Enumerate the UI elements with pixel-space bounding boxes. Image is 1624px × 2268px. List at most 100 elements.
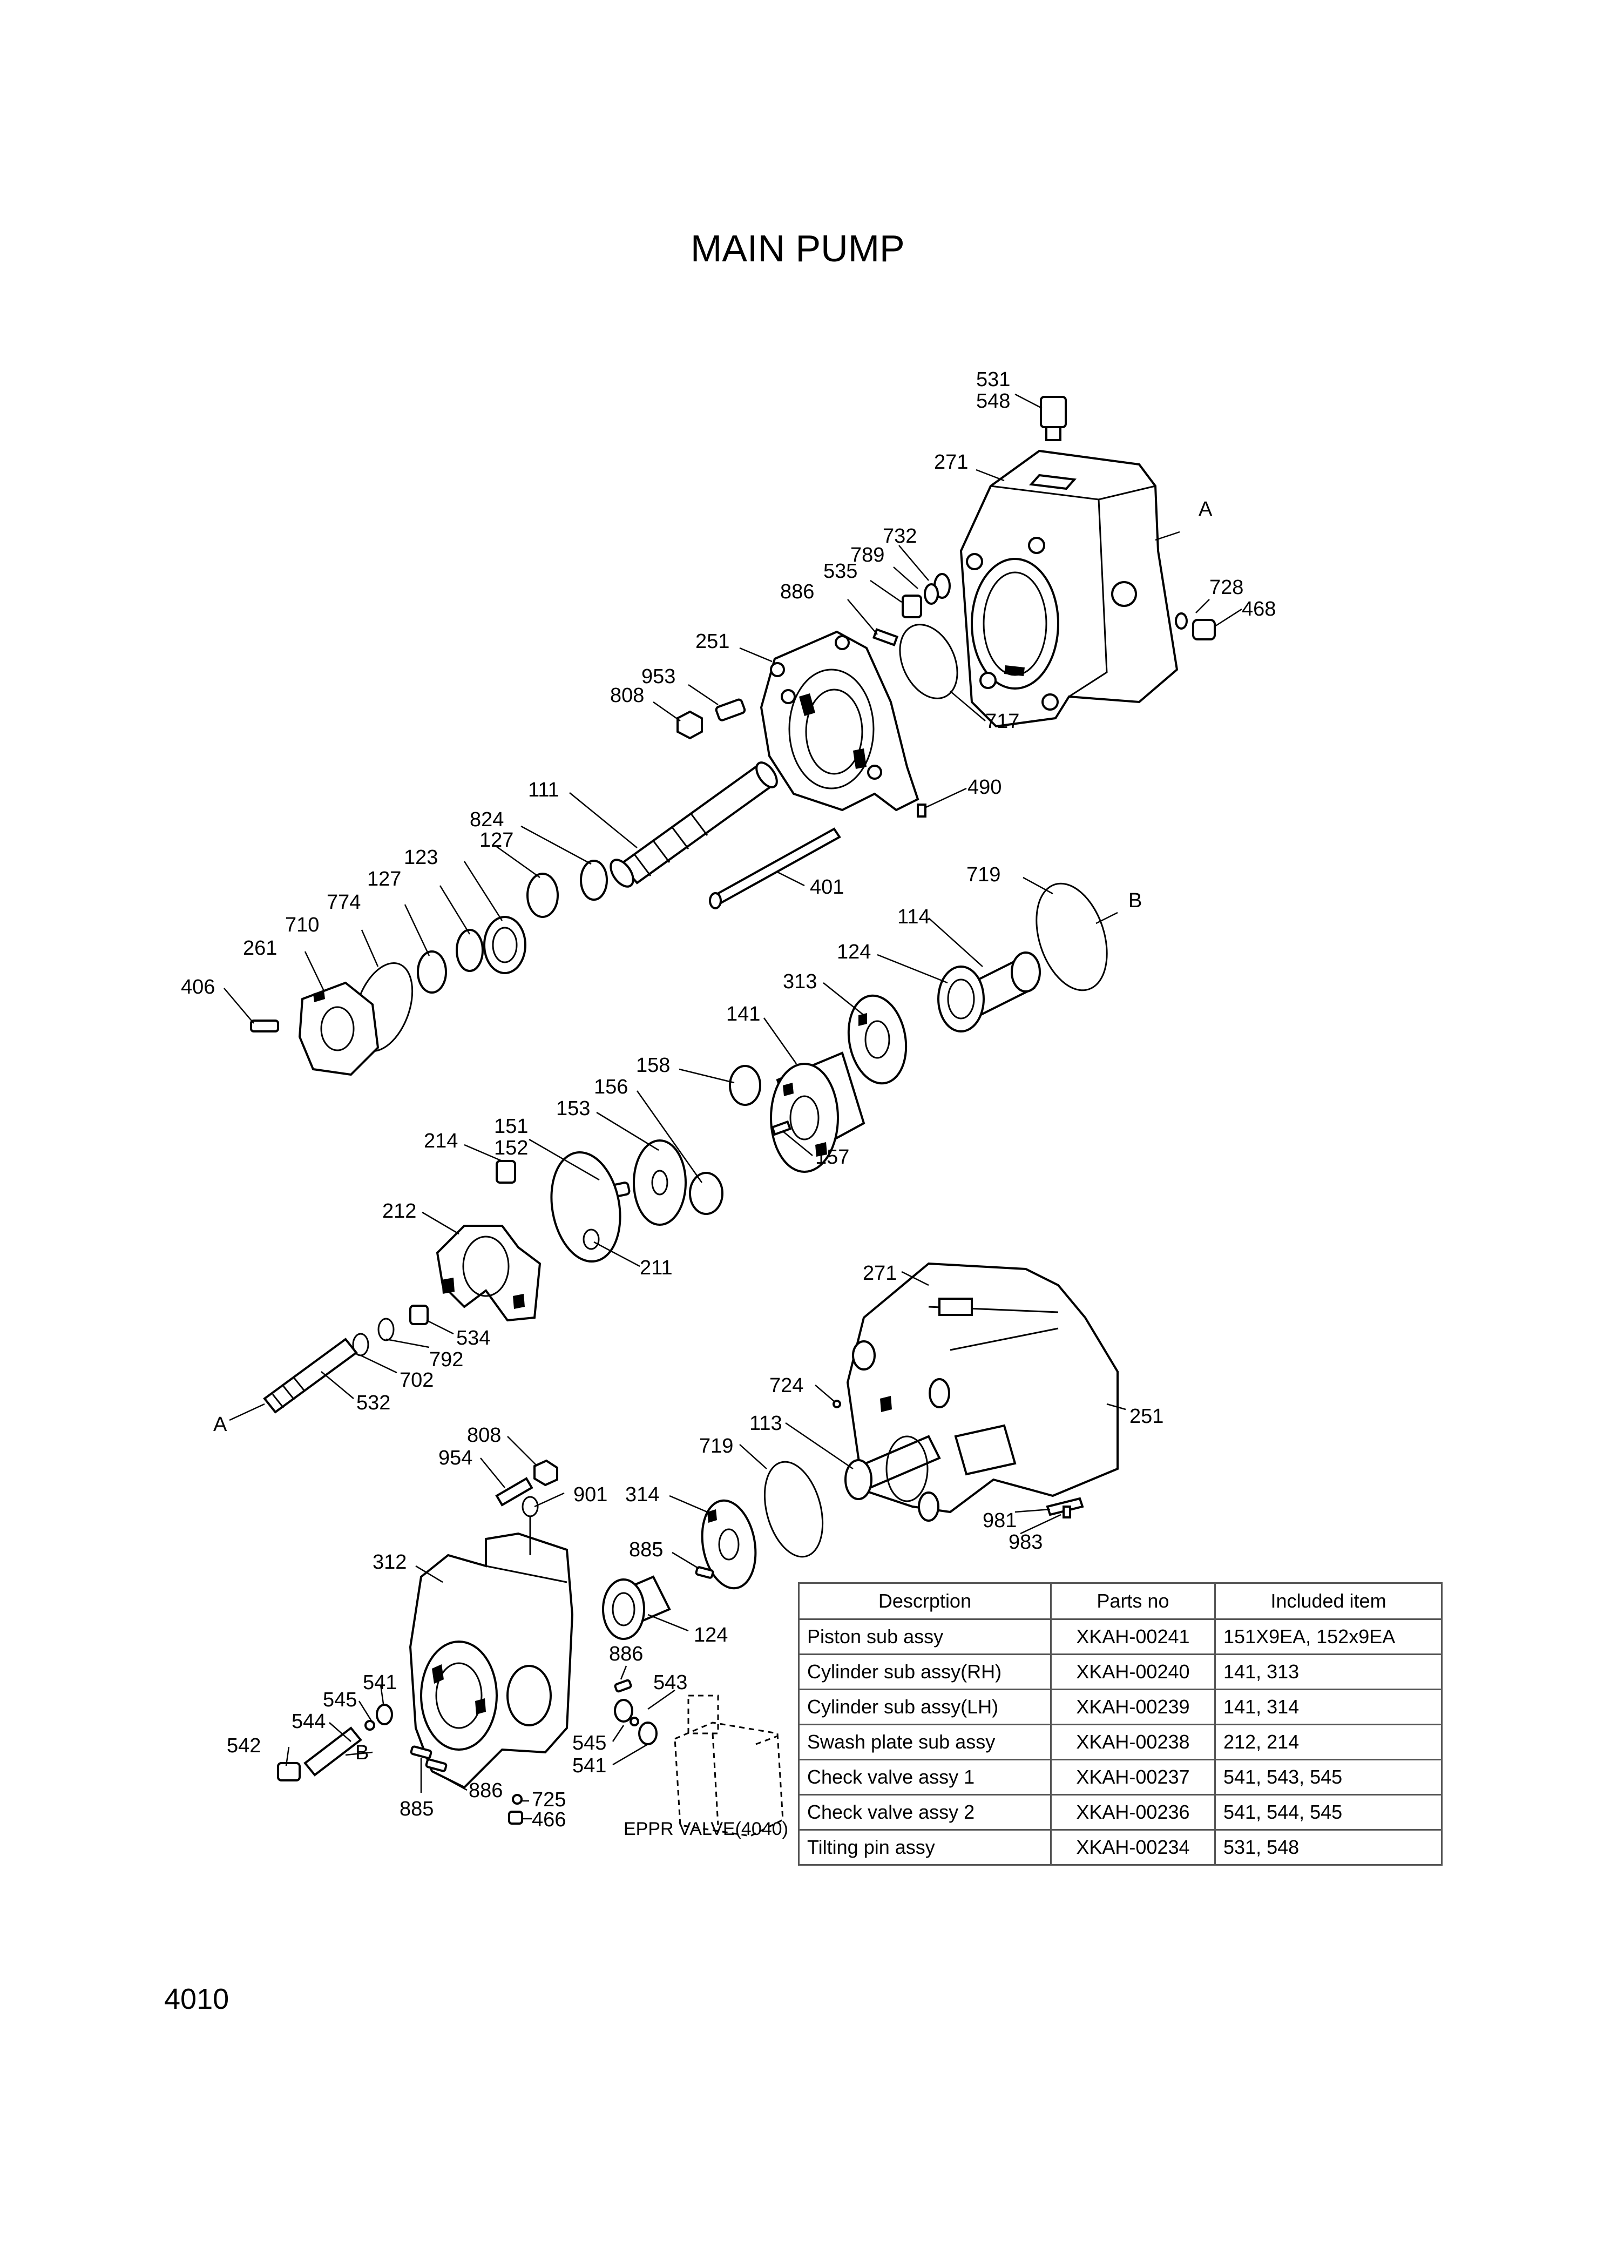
cell-description: Cylinder sub assy(RH) (798, 1653, 1052, 1690)
pump-casing-271-upper (959, 449, 1179, 728)
cell-description: Piston sub assy (798, 1618, 1052, 1655)
label-808: 808 (610, 684, 644, 707)
label-774: 774 (327, 891, 361, 914)
label-545-lower: 545 (572, 1732, 606, 1754)
callout-labels: 531 548 271 A 732 789 535 886 728 468 25… (181, 368, 1276, 1839)
valve-plate-313 (847, 994, 908, 1085)
label-532: 532 (356, 1392, 390, 1414)
shoe-plate-211 (550, 1151, 621, 1263)
table-row: Tilting pin assy XKAH-00234 531, 548 (798, 1829, 1443, 1866)
label-124-lower: 124 (694, 1624, 728, 1646)
table-row: Check valve assy 1 XKAH-00237 541, 543, … (798, 1759, 1443, 1796)
label-271-lower: 271 (863, 1262, 897, 1285)
label-124: 124 (837, 941, 871, 963)
label-534: 534 (456, 1327, 490, 1349)
label-542: 542 (227, 1734, 261, 1757)
label-156: 156 (594, 1076, 628, 1098)
label-789: 789 (850, 544, 884, 566)
label-981: 981 (983, 1509, 1017, 1532)
label-531: 531 (976, 368, 1010, 391)
drive-shaft-113 (844, 1435, 941, 1502)
valve-block-251-upper (760, 630, 919, 812)
label-211: 211 (640, 1257, 673, 1279)
page-number: 4010 (164, 1983, 229, 2015)
label-468: 468 (1242, 598, 1276, 620)
seal-cover-261-and-bolt-406 (250, 981, 380, 1076)
label-406: 406 (181, 976, 215, 998)
label-541: 541 (363, 1671, 397, 1694)
label-157: 157 (815, 1146, 849, 1169)
cylinder-block-141 (770, 1051, 865, 1173)
label-113: 113 (749, 1412, 782, 1435)
label-710: 710 (285, 914, 319, 936)
tilting-pin-532-534-702-792 (263, 1305, 429, 1414)
label-271: 271 (934, 451, 968, 474)
label-954: 954 (438, 1447, 472, 1469)
spline-coupling-124-lower (602, 1575, 671, 1640)
header-parts-no: Parts no (1050, 1582, 1216, 1620)
table-row: Cylinder sub assy(LH) XKAH-00239 141, 31… (798, 1689, 1443, 1725)
label-313: 313 (783, 970, 817, 993)
cell-description: Swash plate sub assy (798, 1724, 1052, 1760)
label-A: A (1199, 498, 1213, 521)
nut-808-and-screw-953 (676, 698, 746, 740)
label-885: 885 (629, 1538, 663, 1561)
cell-description: Check valve assy 2 (798, 1794, 1052, 1831)
pin-886-upper (872, 628, 899, 646)
table-row: Swash plate sub assy XKAH-00238 212, 214 (798, 1724, 1443, 1760)
label-B: B (1128, 889, 1142, 912)
label-548: 548 (976, 390, 1010, 413)
label-466: 466 (532, 1808, 566, 1831)
label-545: 545 (323, 1689, 357, 1711)
cell-description: Cylinder sub assy(LH) (798, 1689, 1052, 1725)
cell-included-item: 541, 543, 545 (1214, 1759, 1443, 1796)
header-description: Descrption (798, 1582, 1052, 1620)
label-702: 702 (400, 1369, 434, 1392)
label-535: 535 (823, 560, 857, 583)
drive-shaft-111 (610, 761, 778, 888)
o-ring-719-lower (763, 1461, 824, 1558)
cell-parts-no: XKAH-00240 (1050, 1653, 1216, 1690)
label-251: 251 (695, 630, 729, 653)
set-plate-153 (633, 1139, 687, 1226)
label-401: 401 (810, 876, 844, 899)
label-717: 717 (985, 710, 1019, 733)
cell-included-item: 151X9EA, 152x9EA (1214, 1618, 1443, 1655)
swash-plate-212-214 (436, 1160, 542, 1322)
table-row: Check valve assy 2 XKAH-00236 541, 544, … (798, 1794, 1443, 1831)
tilting-pin-assy-531-548 (1014, 393, 1067, 441)
pin-490 (917, 804, 926, 818)
label-212: 212 (382, 1200, 416, 1223)
label-111: 111 (528, 779, 559, 801)
plug-466-and-orifice-725 (508, 1794, 523, 1825)
bearings-824-127-123 (417, 860, 608, 994)
label-A-lower: A (213, 1413, 227, 1436)
label-719-lower: 719 (699, 1435, 733, 1457)
label-312: 312 (373, 1551, 407, 1574)
label-824: 824 (470, 808, 504, 831)
cell-included-item: 141, 313 (1214, 1653, 1443, 1690)
label-314: 314 (625, 1483, 659, 1506)
valve-block-312 (409, 1532, 574, 1789)
leader-lines (224, 469, 1242, 1820)
page-title: MAIN PUMP (691, 227, 905, 269)
label-eppr-valve: EPPR VALVE(4040) (624, 1819, 788, 1839)
label-725: 725 (532, 1788, 566, 1811)
label-886-lower: 886 (609, 1643, 643, 1665)
screws-954-808-901 (495, 1459, 558, 1555)
label-123: 123 (404, 846, 438, 869)
label-886: 886 (780, 580, 814, 603)
check-valves-541-545-544-542 (277, 1699, 658, 1781)
pin-885-upper (695, 1566, 714, 1579)
cell-parts-no: XKAH-00239 (1050, 1689, 1216, 1725)
cell-parts-no: XKAH-00236 (1050, 1794, 1216, 1831)
cell-included-item: 531, 548 (1214, 1829, 1443, 1866)
label-152: 152 (494, 1137, 528, 1159)
cell-included-item: 141, 314 (1214, 1689, 1443, 1725)
label-808-lower: 808 (467, 1424, 501, 1447)
label-792: 792 (429, 1348, 463, 1371)
parts-table: Descrption Parts no Included item Piston… (798, 1582, 1443, 1866)
header-included-item: Included item (1214, 1582, 1443, 1620)
label-886-bottom: 886 (469, 1779, 503, 1802)
